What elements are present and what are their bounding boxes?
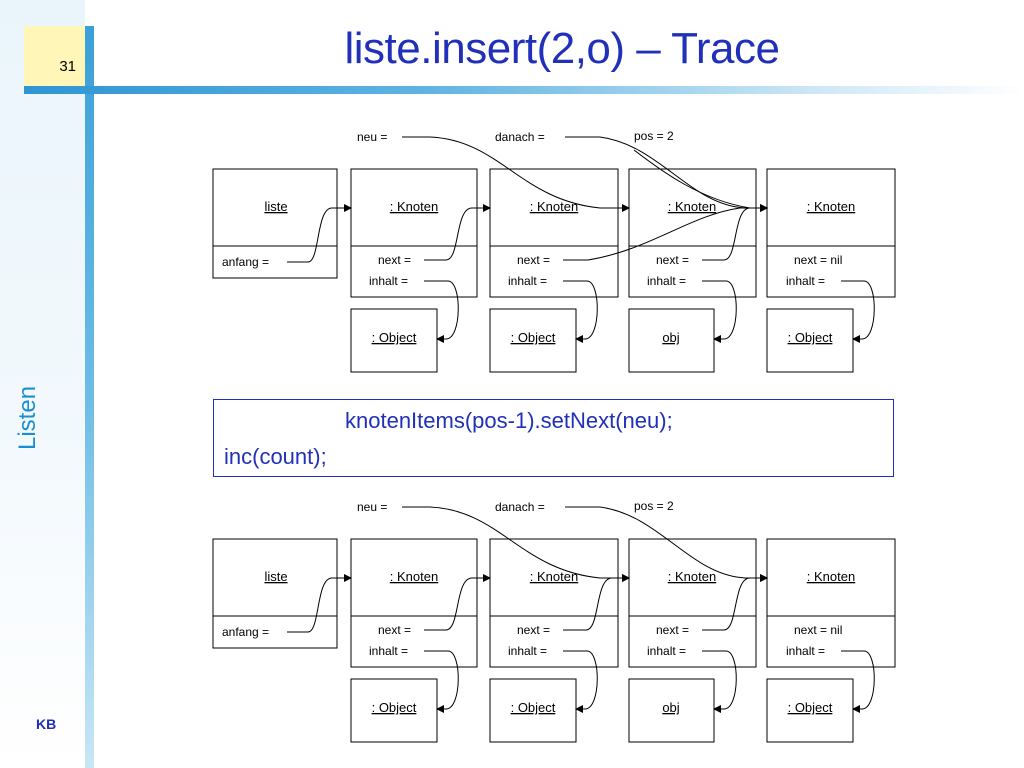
knoten-node: : Knoten next = inhalt =	[350, 168, 478, 298]
code-line-2: inc(count);	[224, 444, 327, 469]
next-field: next =	[656, 623, 689, 637]
knoten-node: : Knoten next = inhalt =	[628, 538, 757, 668]
inhalt-field: inhalt =	[647, 274, 686, 288]
knoten-node: : Knoten next = inhalt =	[489, 538, 619, 668]
object-label: : Object	[511, 700, 556, 715]
inhalt-field: inhalt =	[647, 644, 686, 658]
object-label: obj	[662, 330, 679, 345]
knoten-node: : Knoten next = nil inhalt =	[766, 538, 896, 668]
neu-label: neu =	[357, 130, 387, 144]
next-field: next = nil	[794, 253, 842, 267]
knoten-title: : Knoten	[530, 199, 578, 214]
knoten-title: : Knoten	[390, 199, 438, 214]
next-field: next =	[378, 253, 411, 267]
object-label: : Object	[788, 700, 833, 715]
slide-title: liste.insert(2,o) – Trace	[344, 24, 781, 73]
object-box: : Object	[350, 308, 438, 373]
object-box: : Object	[489, 678, 577, 743]
knoten-node: : Knoten next = inhalt =	[628, 168, 757, 298]
sidebar-background	[0, 0, 85, 768]
object-label: : Object	[372, 700, 417, 715]
pointer-arrows	[287, 136, 875, 343]
footer-initials: KB	[36, 716, 57, 732]
page-number-box	[24, 26, 85, 86]
pointer-arrows	[287, 506, 875, 713]
diagram-after: neu = danach = pos = 2 liste anfang = : …	[212, 499, 896, 743]
danach-label: danach =	[495, 130, 545, 144]
object-box: obj	[628, 308, 715, 373]
knoten-title: : Knoten	[668, 199, 716, 214]
knoten-title: : Knoten	[807, 199, 855, 214]
object-label: obj	[662, 700, 679, 715]
object-label: : Object	[372, 330, 417, 345]
object-box: : Object	[350, 678, 438, 743]
inhalt-field: inhalt =	[786, 274, 825, 288]
knoten-title: : Knoten	[390, 569, 438, 584]
next-field: next = nil	[794, 623, 842, 637]
object-box: obj	[628, 678, 715, 743]
inhalt-field: inhalt =	[508, 644, 547, 658]
next-field: next =	[656, 253, 689, 267]
liste-object: liste anfang =	[212, 538, 338, 649]
knoten-title: : Knoten	[807, 569, 855, 584]
inhalt-field: inhalt =	[508, 274, 547, 288]
anfang-field: anfang =	[222, 255, 269, 269]
danach-label: danach =	[495, 500, 545, 514]
page-number: 31	[59, 58, 76, 75]
liste-title: liste	[264, 199, 287, 214]
next-field: next =	[517, 623, 550, 637]
vertical-accent-bar	[85, 26, 94, 768]
pos-label: pos = 2	[634, 499, 674, 513]
neu-label: neu =	[357, 500, 387, 514]
next-field: next =	[517, 253, 550, 267]
knoten-node: : Knoten next = nil inhalt =	[766, 168, 896, 298]
anfang-field: anfang =	[222, 625, 269, 639]
inhalt-field: inhalt =	[369, 274, 408, 288]
knoten-title: : Knoten	[668, 569, 716, 584]
object-box: : Object	[489, 308, 577, 373]
next-field: next =	[378, 623, 411, 637]
diagram-before: neu = danach = pos = 2 liste anfang = : …	[212, 129, 896, 373]
object-label: : Object	[511, 330, 556, 345]
object-box: : Object	[766, 678, 854, 743]
inhalt-field: inhalt =	[786, 644, 825, 658]
knoten-title: : Knoten	[530, 569, 578, 584]
horizontal-accent-bar	[24, 86, 1024, 94]
pos-label: pos = 2	[634, 129, 674, 143]
object-box: : Object	[766, 308, 854, 373]
knoten-node: : Knoten next = inhalt =	[489, 168, 619, 298]
object-label: : Object	[788, 330, 833, 345]
code-line-1: knotenItems(pos-1).setNext(neu);	[345, 408, 673, 433]
knoten-node: : Knoten next = inhalt =	[350, 538, 478, 668]
inhalt-field: inhalt =	[369, 644, 408, 658]
liste-object: liste anfang =	[212, 168, 338, 279]
code-box: knotenItems(pos-1).setNext(neu); inc(cou…	[213, 399, 894, 477]
liste-title: liste	[264, 569, 287, 584]
